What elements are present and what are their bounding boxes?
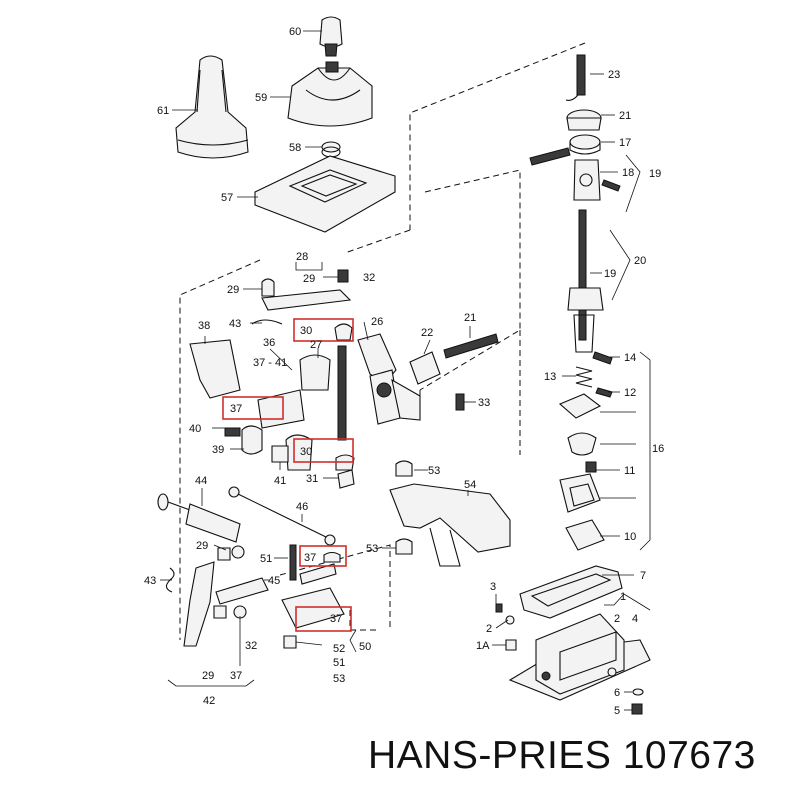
callout-c57: 57: [221, 192, 233, 204]
callout-c43a: 43: [229, 318, 241, 330]
callout-c50: 50: [359, 641, 371, 653]
console-trim-57: [254, 155, 396, 233]
callout-c17: 17: [619, 137, 631, 149]
callout-c53c: 53: [333, 673, 345, 685]
callout-c21b: 21: [464, 312, 476, 324]
callout-c3: 3: [490, 581, 496, 593]
callout-c60: 60: [289, 26, 301, 38]
callout-c53b: 53: [366, 543, 378, 555]
callout-c28: 28: [296, 251, 308, 263]
callout-c45: 45: [268, 575, 280, 587]
callout-c13: 13: [544, 371, 556, 383]
callout-c42: 42: [203, 695, 215, 707]
callout-c32b: 32: [245, 640, 257, 652]
callout-c22: 22: [421, 327, 433, 339]
callout-c43b: 43: [144, 575, 156, 587]
callout-c53a: 53: [428, 465, 440, 477]
callout-c39: 39: [212, 444, 224, 456]
callout-c33: 33: [478, 397, 490, 409]
callout-c51: 51: [260, 553, 272, 565]
callout-c12: 12: [624, 387, 636, 399]
callout-c19b: 19: [604, 268, 616, 280]
callout-c2a: 2: [614, 613, 620, 625]
shift-shaft-assembly: [529, 54, 621, 551]
callout-c18: 18: [622, 167, 634, 179]
gear-knob-60: [319, 16, 343, 57]
callout-c61: 61: [157, 105, 169, 117]
callout-c31: 31: [306, 473, 318, 485]
callout-c16: 16: [652, 443, 664, 455]
callout-c37b: 37: [304, 552, 316, 564]
callout-c23: 23: [608, 69, 620, 81]
callout-c37c: 37: [330, 613, 342, 625]
highlight-box-30-lower: [293, 438, 354, 463]
callout-c20: 20: [634, 255, 646, 267]
callout-c44: 44: [195, 475, 207, 487]
callout-c29d: 29: [202, 670, 214, 682]
callout-c37_41: 37 - 41: [253, 357, 287, 369]
part-number: 107673: [622, 734, 756, 777]
callout-c40: 40: [189, 423, 201, 435]
callout-c4: 4: [632, 613, 638, 625]
callout-c1: 1: [620, 591, 626, 603]
highlight-box-37-middle: [299, 545, 347, 567]
base-housing: [495, 565, 651, 715]
highlight-box-37-lower: [295, 606, 352, 632]
callout-c29c: 29: [196, 540, 208, 552]
callout-c52: 52: [333, 643, 345, 655]
linkage-assembly: [157, 269, 511, 567]
callout-c41: 41: [274, 475, 286, 487]
assembly-outline: [179, 42, 586, 640]
callout-c29b: 29: [303, 273, 315, 285]
callout-c37d: 37: [230, 670, 242, 682]
boot-cover-59: [287, 61, 373, 127]
callout-c30a: 30: [300, 325, 312, 337]
callout-c51b: 51: [333, 657, 345, 669]
callout-c11: 11: [624, 465, 635, 477]
highlight-box-37-left: [222, 396, 284, 420]
footer-caption: HANS-PRIES 107673: [368, 734, 756, 778]
callout-c21a: 21: [619, 110, 631, 122]
callout-c7: 7: [640, 570, 646, 582]
callout-c6: 6: [614, 687, 620, 699]
brand-name: HANS-PRIES: [368, 734, 612, 777]
lower-lever-assembly: [165, 544, 345, 649]
highlight-box-30-upper: [293, 318, 354, 342]
shift-boot-61: [175, 55, 249, 159]
callout-c27: 27: [310, 339, 322, 351]
ring-58: [321, 141, 341, 158]
callout-c30b: 30: [300, 446, 312, 458]
callout-c19a: 19: [649, 168, 661, 180]
callout-c58: 58: [289, 142, 301, 154]
callout-c37a: 37: [230, 403, 242, 415]
highlight-boxes: [222, 318, 354, 632]
callout-c29a: 29: [227, 284, 239, 296]
callout-c26: 26: [371, 316, 383, 328]
leader-lines: [160, 30, 651, 711]
callout-c10: 10: [624, 531, 636, 543]
callout-c1A: 1A: [476, 640, 490, 652]
callout-c59: 59: [255, 92, 267, 104]
callout-c2b: 2: [486, 623, 492, 635]
callout-c46: 46: [296, 501, 308, 513]
callout-c54: 54: [464, 479, 476, 491]
callout-c5: 5: [614, 705, 620, 717]
callout-c36: 36: [263, 337, 275, 349]
callout-c14: 14: [624, 352, 636, 364]
callout-c32a: 32: [363, 272, 375, 284]
callout-c38: 38: [198, 320, 210, 332]
